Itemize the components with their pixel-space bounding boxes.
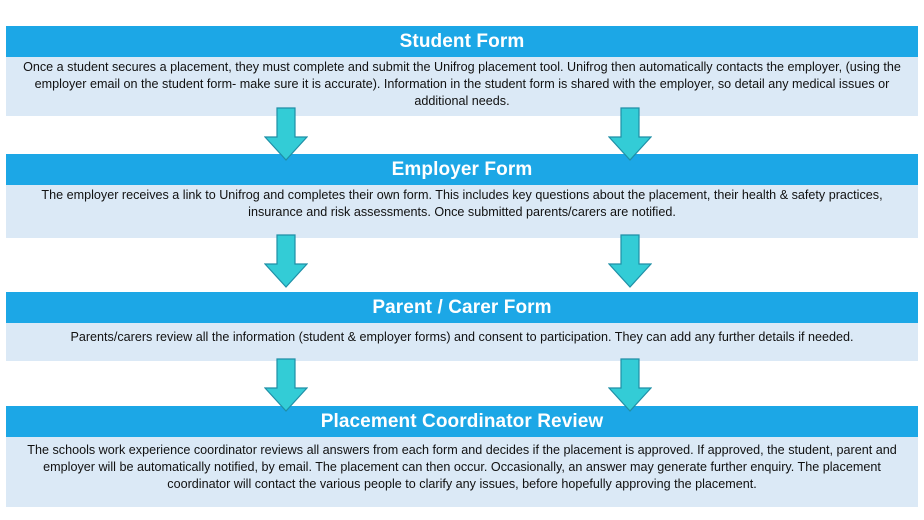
parent-carer-form-header: Parent / Carer Form (6, 292, 918, 323)
down-arrow-icon (264, 358, 308, 412)
down-arrow-icon (608, 107, 652, 161)
employer-form-description: The employer receives a link to Unifrog … (6, 185, 918, 238)
placement-coordinator-review-description: The schools work experience coordinator … (6, 437, 918, 507)
down-arrow-icon (608, 234, 652, 288)
student-form-description: Once a student secures a placement, they… (6, 57, 918, 116)
student-form-header: Student Form (6, 26, 918, 57)
down-arrow-icon (264, 234, 308, 288)
placement-coordinator-review-header: Placement Coordinator Review (6, 406, 918, 437)
parent-carer-form-description: Parents/carers review all the informatio… (6, 323, 918, 361)
down-arrow-icon (608, 358, 652, 412)
employer-form-header: Employer Form (6, 154, 918, 185)
down-arrow-icon (264, 107, 308, 161)
